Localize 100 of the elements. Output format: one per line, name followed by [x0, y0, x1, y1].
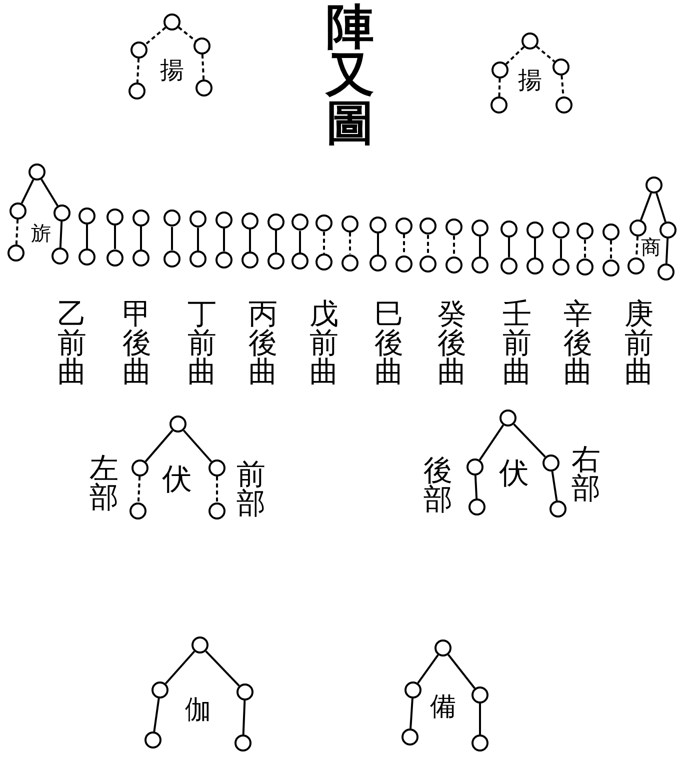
connector-line: [15, 219, 19, 245]
soldier-circle: [8, 244, 24, 262]
soldier-circle: [550, 500, 566, 518]
soldier-circle: [576, 258, 594, 276]
soldier-circle: [472, 256, 488, 274]
soldier-circle: [552, 58, 570, 76]
soldier-circle: [576, 222, 594, 240]
side-label: 右部: [572, 445, 600, 503]
connector-line: [478, 424, 504, 460]
connector-line: [584, 240, 586, 259]
soldier-circle: [492, 62, 508, 78]
connector-line: [144, 430, 174, 462]
soldier-circle: [268, 252, 284, 270]
soldier-circle: [646, 176, 662, 194]
connector-line: [86, 224, 88, 248]
connector-line: [205, 650, 240, 687]
connector-line: [474, 475, 478, 499]
soldier-circle: [236, 684, 254, 700]
unit-character: 伏: [499, 459, 529, 489]
connector-line: [453, 236, 455, 256]
soldier-circle: [420, 218, 436, 235]
soldier-circle: [152, 682, 168, 698]
unit-label: 丁前曲: [188, 300, 216, 386]
soldier-circle: [526, 221, 544, 238]
connector-line: [144, 26, 166, 46]
soldier-circle: [542, 454, 560, 472]
soldier-circle: [468, 498, 486, 516]
connector-line: [153, 698, 160, 732]
soldier-circle: [54, 204, 70, 222]
soldier-circle: [208, 502, 226, 520]
soldier-circle: [164, 250, 180, 268]
connector-line: [40, 178, 58, 206]
unit-character: 備: [430, 694, 456, 720]
connector-line: [197, 228, 199, 251]
soldier-circle: [602, 224, 620, 240]
soldier-circle: [132, 460, 148, 476]
soldier-circle: [402, 728, 418, 746]
unit-label: 乙前曲: [58, 300, 86, 386]
soldier-circle: [144, 732, 162, 748]
connector-line: [656, 192, 666, 222]
soldier-circle: [216, 251, 232, 268]
soldier-circle: [52, 248, 68, 264]
connector-line: [551, 471, 558, 501]
soldier-circle: [466, 458, 484, 476]
soldier-circle: [396, 255, 412, 272]
soldier-circle: [370, 216, 386, 234]
connector-line: [505, 46, 525, 65]
connector-line: [447, 654, 476, 689]
soldier-circle: [316, 214, 332, 232]
soldier-circle: [132, 250, 150, 267]
soldier-circle: [128, 82, 146, 100]
soldier-circle: [490, 96, 508, 114]
connector-line: [534, 238, 536, 258]
soldier-circle: [630, 220, 646, 236]
soldier-circle: [500, 257, 518, 274]
soldier-circle: [446, 256, 462, 274]
soldier-circle: [78, 248, 96, 266]
soldier-circle: [192, 636, 208, 654]
connector-line: [349, 232, 351, 254]
connector-line: [242, 700, 246, 735]
soldier-circle: [28, 164, 46, 180]
soldier-circle: [628, 258, 644, 274]
unit-label: 庚前曲: [624, 300, 654, 386]
soldier-circle: [292, 214, 308, 231]
soldier-circle: [242, 252, 258, 269]
connector-line: [377, 233, 379, 255]
soldier-circle: [106, 208, 124, 226]
title-text: 陣又圖: [326, 3, 374, 147]
soldier-circle: [208, 460, 226, 476]
soldier-circle: [190, 210, 206, 228]
soldier-circle: [292, 252, 308, 270]
connector-line: [508, 237, 510, 258]
side-label: 左部: [90, 454, 118, 512]
soldier-circle: [342, 254, 358, 271]
soldier-circle: [216, 212, 232, 228]
soldier-circle: [602, 260, 620, 276]
soldier-circle: [316, 253, 332, 270]
soldier-circle: [472, 220, 488, 236]
connector-line: [137, 476, 141, 503]
soldier-circle: [556, 96, 572, 114]
soldier-circle: [170, 416, 186, 432]
connector-line: [323, 232, 325, 254]
connector-line: [417, 654, 439, 684]
soldier-circle: [446, 218, 462, 236]
connector-line: [610, 240, 612, 260]
connector-line: [665, 238, 669, 264]
connector-line: [136, 58, 140, 83]
soldier-circle: [268, 213, 284, 230]
unit-label: 戊前曲: [310, 300, 338, 386]
connector-line: [513, 423, 546, 458]
connector-line: [171, 226, 173, 250]
unit-label: 甲後曲: [122, 300, 152, 386]
soldier-circle: [472, 686, 488, 704]
unit-label: 丙後曲: [248, 300, 278, 386]
soldier-circle: [370, 254, 386, 272]
soldier-circle: [164, 210, 180, 227]
unit-label: 辛後曲: [564, 300, 592, 386]
connector-line: [201, 54, 205, 80]
soldier-circle: [106, 249, 124, 266]
soldier-circle: [78, 208, 96, 224]
